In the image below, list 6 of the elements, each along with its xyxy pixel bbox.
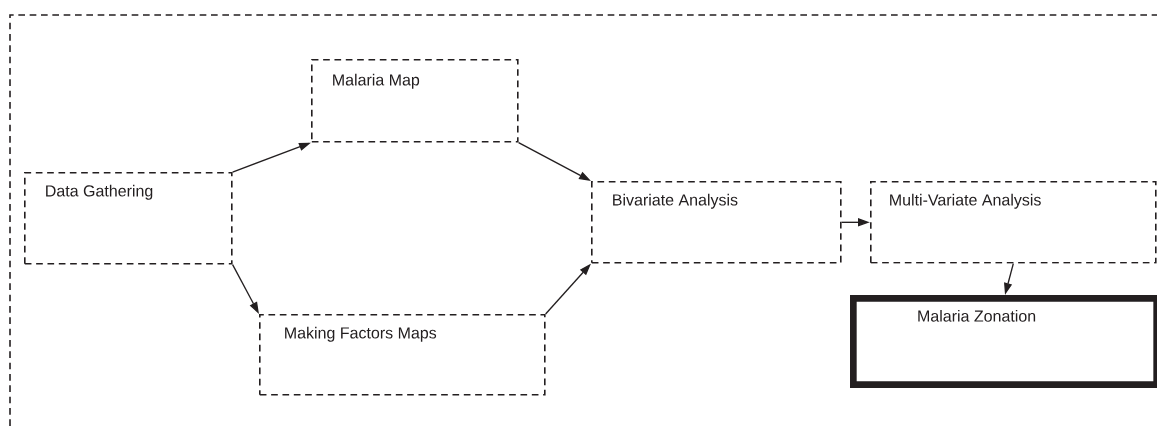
process-box: Multi-Variate Analysis bbox=[870, 181, 1157, 264]
result-box: Malaria Zonation bbox=[850, 295, 1157, 388]
process-box: Making Factors Maps bbox=[259, 314, 546, 396]
process-box: Data Gathering bbox=[24, 172, 233, 265]
process-box: Malaria Map bbox=[311, 59, 519, 143]
process-box: Bivariate Analysis bbox=[591, 181, 842, 264]
